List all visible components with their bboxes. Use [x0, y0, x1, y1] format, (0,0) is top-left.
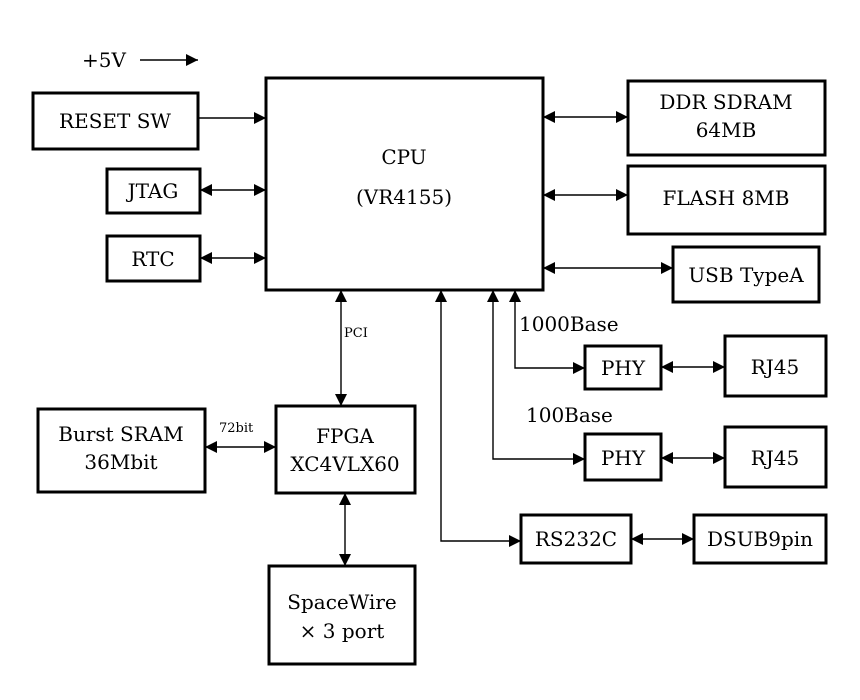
- rj45-1000-block: RJ45: [723, 334, 828, 398]
- cpu-rs232c-arrow: [435, 290, 521, 547]
- ddr-sdram-label: DDR SDRAM: [659, 90, 792, 114]
- rs232c-block: RS232C: [519, 513, 633, 565]
- reset-sw-block: RESET SW: [31, 91, 200, 151]
- cpu-label: CPU: [381, 145, 426, 169]
- jtag-label: JTAG: [126, 179, 179, 203]
- power-label: +5V: [82, 48, 126, 72]
- flash-block: FLASH 8MB: [626, 164, 827, 236]
- eth-1000-label: 1000Base: [519, 312, 619, 336]
- cpu-model-label: (VR4155): [356, 185, 452, 209]
- spacewire-label: SpaceWire: [287, 590, 396, 614]
- rs232c-label: RS232C: [535, 527, 617, 551]
- phy-1000-block: PHY: [583, 344, 663, 391]
- flash-label: FLASH 8MB: [662, 186, 789, 210]
- pci-label: PCI: [344, 326, 368, 341]
- eth-100-label: 100Base: [526, 403, 613, 427]
- fpga-label: FPGA: [316, 424, 374, 448]
- rj45-100-block: RJ45: [723, 425, 828, 489]
- usb-label: USB TypeA: [688, 263, 804, 287]
- fpga-model-label: XC4VLX60: [290, 452, 399, 476]
- phy-100-label: PHY: [601, 446, 646, 470]
- reset-sw-label: RESET SW: [59, 109, 171, 133]
- spacewire-block: SpaceWire × 3 port: [267, 564, 417, 666]
- dsub9-block: DSUB9pin: [692, 513, 828, 565]
- phy-100-block: PHY: [583, 432, 663, 482]
- spacewire-ports-label: × 3 port: [300, 619, 385, 643]
- rj45-100-label: RJ45: [751, 446, 800, 470]
- dsub9-label: DSUB9pin: [707, 527, 813, 551]
- phy-1000-label: PHY: [601, 356, 646, 380]
- burst-sram-block: Burst SRAM 36Mbit: [36, 407, 207, 494]
- rtc-block: RTC: [105, 234, 202, 283]
- connections: [140, 54, 725, 566]
- burst-sram-label: Burst SRAM: [58, 422, 183, 446]
- fpga-block: FPGA XC4VLX60: [274, 404, 417, 495]
- bus-72bit-label: 72bit: [219, 421, 254, 436]
- cpu-block: CPU (VR4155): [264, 76, 545, 292]
- usb-block: USB TypeA: [671, 245, 821, 304]
- rtc-label: RTC: [131, 247, 174, 271]
- ddr-sdram-size-label: 64MB: [696, 118, 757, 142]
- rj45-1000-label: RJ45: [751, 355, 800, 379]
- jtag-block: JTAG: [105, 167, 202, 215]
- ddr-sdram-block: DDR SDRAM 64MB: [626, 79, 827, 157]
- burst-sram-size-label: 36Mbit: [84, 450, 157, 474]
